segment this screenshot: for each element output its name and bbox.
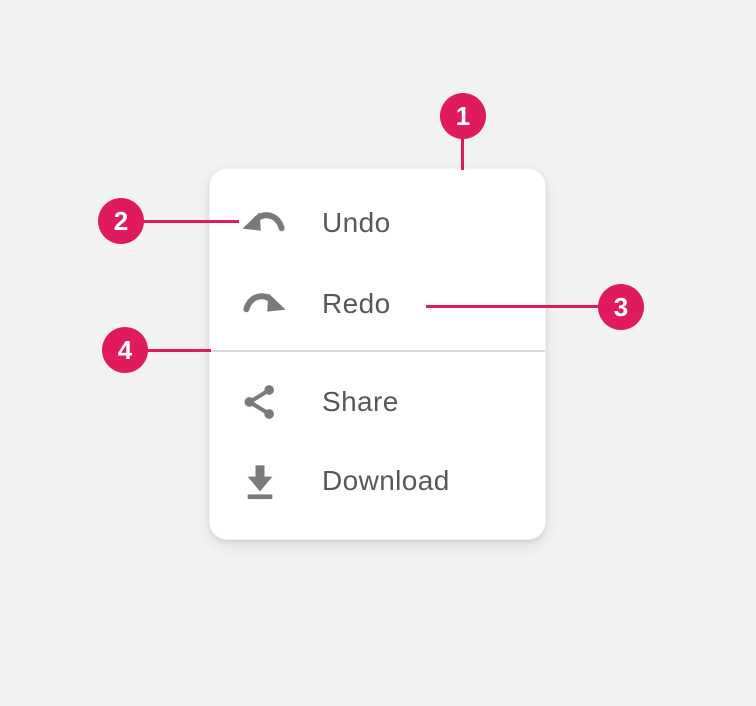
callout-line-1 (461, 138, 464, 170)
menu-item-undo[interactable]: Undo (210, 183, 545, 263)
menu-item-label: Redo (322, 288, 391, 319)
menu-item-download[interactable]: Download (210, 441, 545, 521)
callout-badge-number: 2 (113, 205, 129, 236)
menu-item-redo[interactable]: Redo (210, 264, 545, 344)
callout-badge-1: 1 (440, 93, 486, 139)
callout-badge-2: 2 (98, 198, 144, 244)
download-icon (240, 459, 290, 503)
callout-badge-number: 4 (117, 334, 133, 365)
callout-line-2 (143, 220, 239, 223)
share-icon (240, 380, 290, 424)
callout-badge-4: 4 (102, 327, 148, 373)
callout-line-3 (426, 305, 600, 308)
menu-item-share[interactable]: Share (210, 362, 545, 442)
undo-icon (240, 204, 290, 242)
callout-badge-3: 3 (598, 284, 644, 330)
redo-icon (240, 285, 290, 323)
callout-badge-number: 1 (455, 100, 471, 131)
menu-divider (210, 350, 545, 352)
menu-item-label: Share (322, 386, 399, 417)
callout-line-4 (146, 349, 211, 352)
menu-item-label: Download (322, 465, 450, 496)
callout-badge-number: 3 (613, 291, 629, 322)
menu-item-label: Undo (322, 207, 391, 238)
menu-card: Undo Redo (209, 168, 546, 540)
